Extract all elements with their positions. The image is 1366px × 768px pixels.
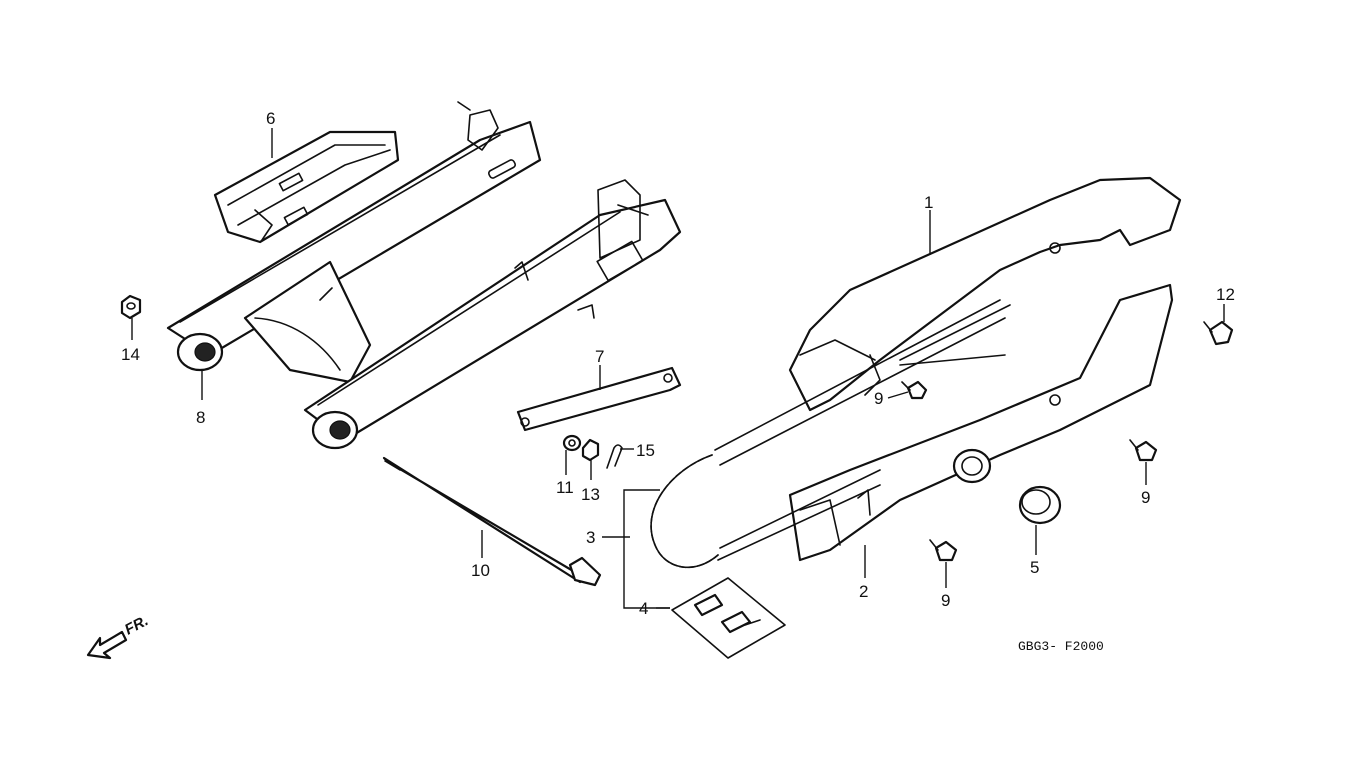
part-bolt-9b[interactable] xyxy=(1129,439,1158,462)
callout-11: 11 xyxy=(556,478,574,497)
leader-lines xyxy=(131,128,1225,609)
callout-6: 6 xyxy=(266,109,275,128)
callout-labels: 1 2 3 4 5 6 7 8 9 9 9 10 11 12 13 14 15 xyxy=(121,109,1235,618)
callout-14: 14 xyxy=(121,345,140,364)
callout-13: 13 xyxy=(581,485,600,504)
callout-9-right: 9 xyxy=(1141,488,1150,507)
part-nut-14[interactable] xyxy=(120,294,142,320)
part-washer[interactable] xyxy=(562,434,582,452)
part-cotter-pin[interactable] xyxy=(606,444,623,469)
drawing-code: GBG3- F2000 xyxy=(1018,639,1104,654)
callout-7: 7 xyxy=(595,347,604,366)
callout-12: 12 xyxy=(1216,285,1235,304)
part-bolt-12[interactable] xyxy=(1203,320,1234,346)
part-pivot-bolt[interactable] xyxy=(382,456,602,587)
part-master-link[interactable] xyxy=(671,577,786,659)
part-swingarm[interactable] xyxy=(166,101,682,450)
part-plug-cap[interactable] xyxy=(1018,485,1062,525)
callout-15: 15 xyxy=(636,441,655,460)
part-chain-case-lower[interactable] xyxy=(788,283,1174,562)
callout-10: 10 xyxy=(471,561,490,580)
part-bolt-9a[interactable] xyxy=(901,380,928,400)
callout-5: 5 xyxy=(1030,558,1039,577)
part-chain-slider[interactable] xyxy=(213,130,400,244)
part-nut-13[interactable] xyxy=(581,438,600,462)
callout-8: 8 xyxy=(196,408,205,427)
part-drive-chain[interactable] xyxy=(650,299,1006,569)
callout-9-upper: 9 xyxy=(874,389,883,408)
part-chain-guide-plate[interactable] xyxy=(516,366,682,432)
callout-3: 3 xyxy=(586,528,595,547)
part-bolt-9c[interactable] xyxy=(929,539,958,562)
callout-2: 2 xyxy=(859,582,868,601)
callout-9-lower: 9 xyxy=(941,591,950,610)
front-direction-arrow: FR. xyxy=(86,612,151,660)
front-label: FR. xyxy=(122,612,151,638)
callout-4: 4 xyxy=(639,599,648,618)
callout-1: 1 xyxy=(924,193,933,212)
